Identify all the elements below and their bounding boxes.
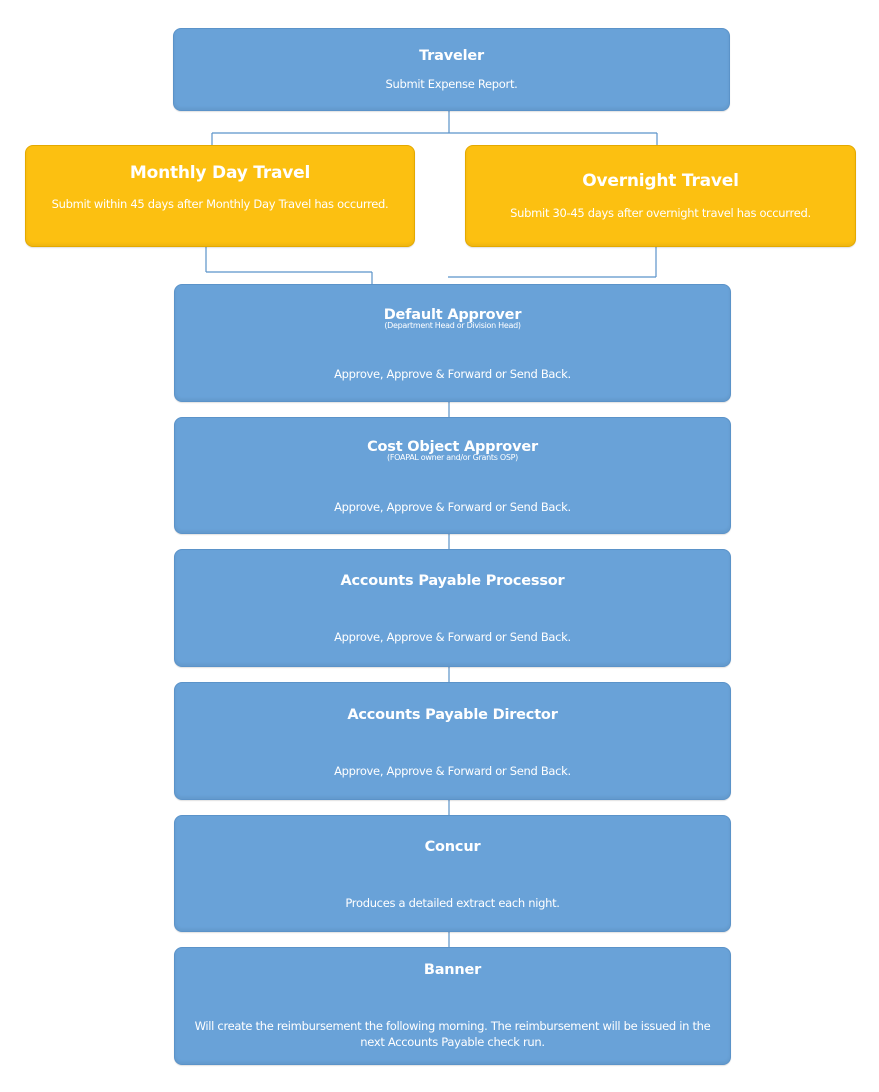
ap-director-box: Accounts Payable Director Approve, Appro… (174, 682, 731, 800)
cost-object-approver-box: Cost Object Approver (FOAPAL owner and/o… (174, 417, 731, 534)
traveler-box: Traveler Submit Expense Report. (173, 28, 730, 111)
concur-title: Concur (424, 839, 481, 855)
ap-director-title: Accounts Payable Director (347, 707, 558, 723)
ap-processor-title: Accounts Payable Processor (340, 573, 565, 589)
concur-description: Produces a detailed extract each night. (345, 896, 560, 910)
cost-object-approver-subtitle: (FOAPAL owner and/or Grants OSP) (387, 453, 518, 462)
ap-director-description: Approve, Approve & Forward or Send Back. (334, 764, 571, 778)
default-approver-subtitle: (Department Head or Division Head) (384, 321, 521, 330)
ap-processor-box: Accounts Payable Processor Approve, Appr… (174, 549, 731, 667)
cost-object-approver-title: Cost Object Approver (367, 439, 538, 455)
monthly-day-travel-box: Monthly Day Travel Submit within 45 days… (25, 145, 415, 247)
concur-box: Concur Produces a detailed extract each … (174, 815, 731, 932)
default-approver-description: Approve, Approve & Forward or Send Back. (334, 367, 571, 381)
banner-title: Banner (423, 962, 482, 978)
cost-object-approver-description: Approve, Approve & Forward or Send Back. (334, 500, 571, 514)
default-approver-title: Default Approver (383, 307, 522, 323)
banner-box: Banner Will create the reimbursement the… (174, 947, 731, 1065)
traveler-description: Submit Expense Report. (385, 77, 518, 91)
overnight-travel-box: Overnight Travel Submit 30-45 days after… (465, 145, 856, 247)
overnight-travel-description: Submit 30-45 days after overnight travel… (510, 206, 811, 220)
banner-description: Will create the reimbursement the follow… (194, 1019, 711, 1049)
ap-processor-description: Approve, Approve & Forward or Send Back. (334, 630, 571, 644)
overnight-travel-title: Overnight Travel (582, 171, 739, 191)
monthly-day-travel-title: Monthly Day Travel (129, 163, 311, 183)
monthly-day-travel-description: Submit within 45 days after Monthly Day … (51, 197, 389, 211)
traveler-title: Traveler (419, 48, 484, 64)
default-approver-box: Default Approver (Department Head or Div… (174, 284, 731, 402)
